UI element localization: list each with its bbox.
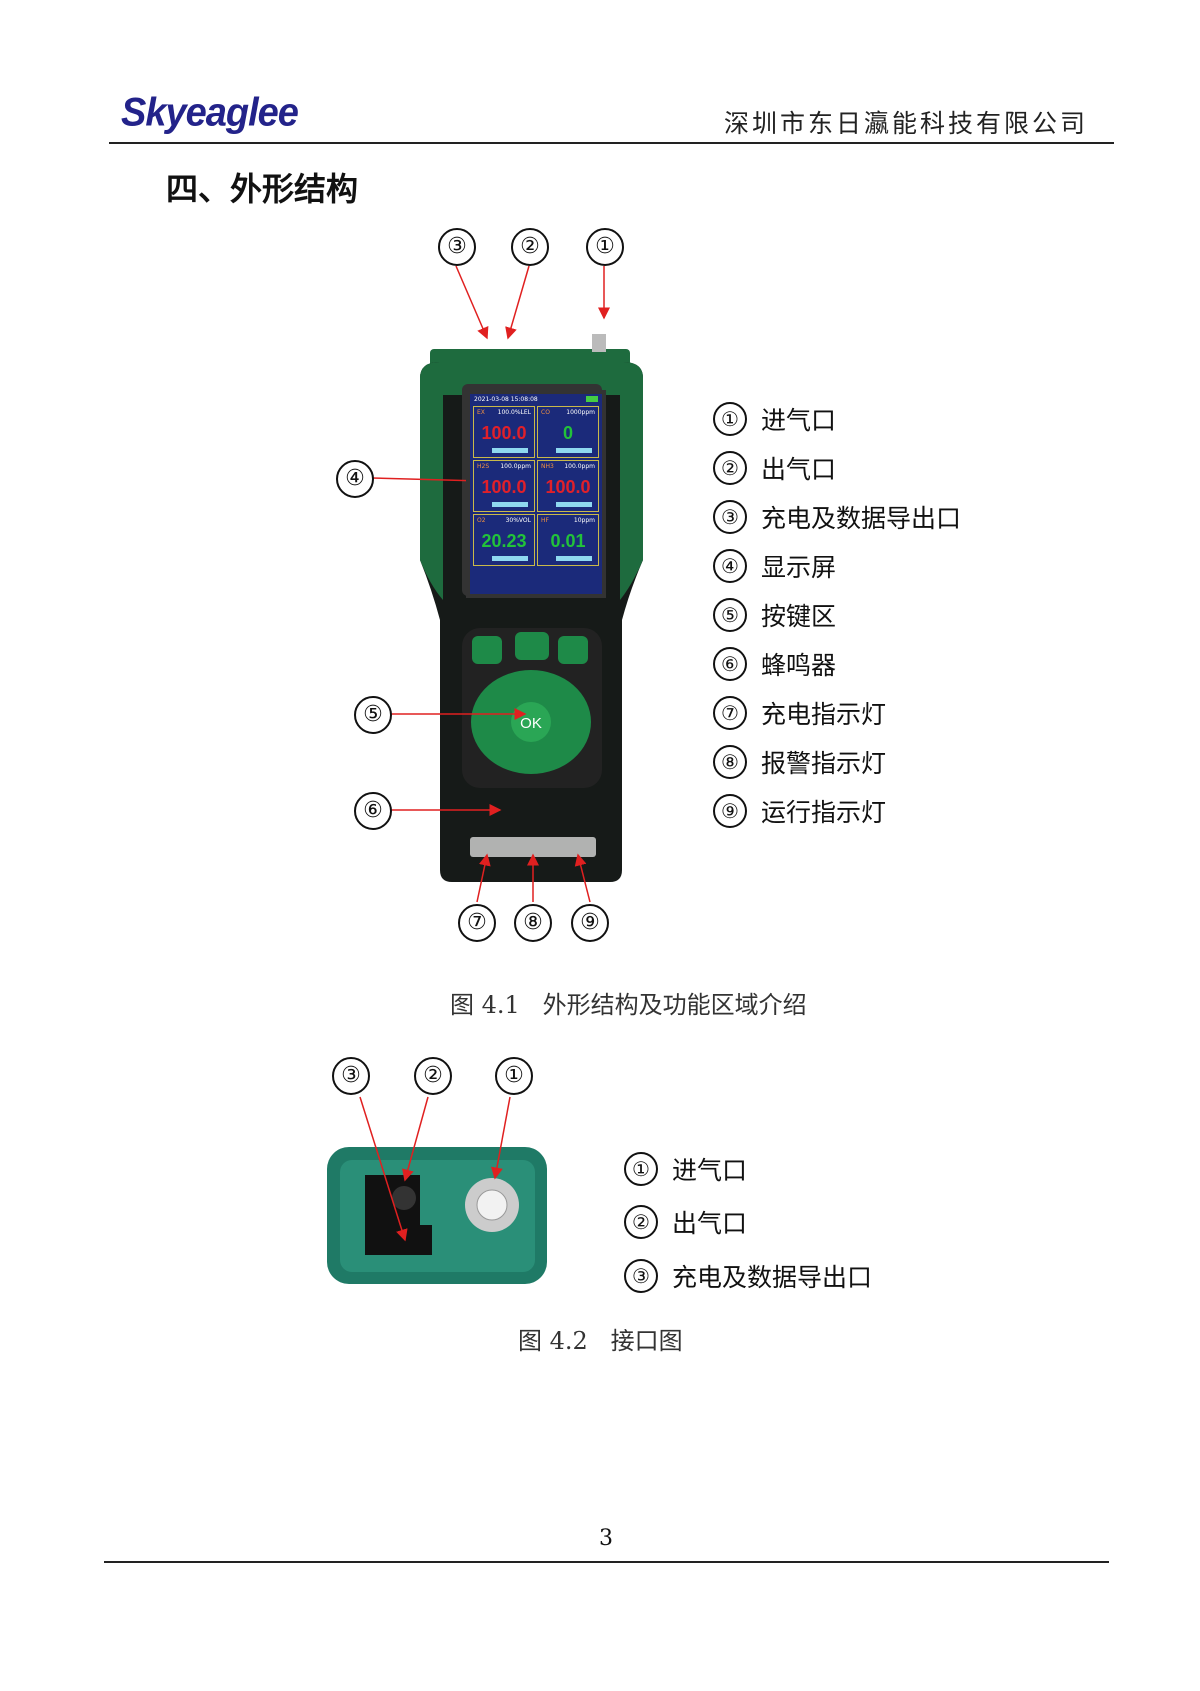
figure-1-caption: 图 4.1 外形结构及功能区域介绍 — [450, 991, 807, 1019]
fig2-callout-1: ① — [495, 1057, 533, 1095]
figure-2-legend: ① 进气口 ② 出气口 ③ 充电及数据导出口 — [624, 1142, 872, 1303]
gas-name: CO — [541, 409, 550, 416]
callout-9: ⑨ — [571, 904, 609, 942]
gas-name: H2S — [477, 463, 490, 470]
fig2-callout-2: ② — [414, 1057, 452, 1095]
gas-range: 100.0ppm — [500, 463, 531, 470]
legend-label: 出气口 — [672, 1209, 748, 1239]
legend-item: ⑨ 运行指示灯 — [713, 786, 961, 835]
legend-label: 充电及数据导出口 — [672, 1262, 873, 1292]
legend-item: ④ 显示屏 — [713, 541, 961, 590]
gas-range: 30%VOL — [505, 517, 531, 524]
section-title: 四、外形结构 — [166, 170, 359, 208]
legend-label: 蜂鸣器 — [761, 650, 837, 680]
legend-number: ② — [713, 450, 747, 485]
callout-1: ① — [586, 228, 624, 266]
legend-label: 充电及数据导出口 — [761, 503, 962, 533]
status-bar — [556, 556, 592, 561]
menu-key — [558, 636, 588, 664]
gas-name: O2 — [477, 517, 486, 524]
gas-reading: 100.0 — [481, 423, 527, 443]
legend-number: ④ — [713, 548, 747, 583]
callout-7: ⑦ — [458, 904, 496, 942]
callout-4: ④ — [336, 460, 374, 498]
legend-item: ⑥ 蜂鸣器 — [713, 639, 961, 688]
legend-label: 报警指示灯 — [761, 748, 887, 778]
callout-2: ② — [511, 228, 549, 266]
status-bar — [492, 448, 528, 453]
legend-number: ① — [713, 401, 747, 436]
legend-number: ⑦ — [713, 695, 747, 730]
sensor-cell: H2S 100.0ppm 100.0 — [473, 460, 535, 512]
legend-item: ① 进气口 — [713, 394, 961, 443]
back-key — [472, 636, 502, 664]
legend-item: ① 进气口 — [624, 1142, 872, 1196]
gas-reading: 100.0 — [481, 477, 527, 497]
sensor-cell: CO 1000ppm 0 — [537, 406, 599, 458]
gas-name: NH3 — [541, 463, 554, 470]
status-bar — [492, 556, 528, 561]
battery-icon — [586, 396, 598, 402]
sensor-cell: EX 100.0%LEL 100.0 — [473, 406, 535, 458]
legend-number: ③ — [624, 1258, 658, 1293]
callout-6: ⑥ — [354, 792, 392, 830]
sensor-cell: HF 10ppm 0.01 — [537, 514, 599, 566]
page-number: 3 — [599, 1526, 613, 1551]
gas-reading: 0.01 — [550, 531, 586, 551]
legend-item: ② 出气口 — [713, 443, 961, 492]
legend-label: 运行指示灯 — [761, 797, 887, 827]
legend-item: ③ 充电及数据导出口 — [624, 1249, 872, 1303]
callout-5: ⑤ — [354, 696, 392, 734]
legend-label: 按键区 — [761, 601, 837, 631]
footer-rule — [104, 1561, 1109, 1563]
legend-number: ⑤ — [713, 597, 747, 632]
figure-1-legend: ① 进气口 ② 出气口 ③ 充电及数据导出口 ④ 显示屏 ⑤ 按键区 ⑥ 蜂鸣器 ⑦ 充电指示灯 ⑧ 报警指示… — [713, 394, 961, 835]
sensor-cell: NH3 100.0ppm 100.0 — [537, 460, 599, 512]
legend-number: ② — [624, 1205, 658, 1240]
svg-text:OK: OK — [520, 715, 542, 732]
gas-reading: 100.0 — [545, 477, 591, 497]
gas-reading: 20.23 — [481, 531, 527, 551]
gas-range: 100.0ppm — [564, 463, 595, 470]
legend-item: ③ 充电及数据导出口 — [713, 492, 961, 541]
sensor-cell: O2 30%VOL 20.23 — [473, 514, 535, 566]
display-screen: 2021-03-08 15:08:08 EX 100.0%LEL 100.0 CO 10… — [466, 390, 606, 598]
gas-name: HF — [541, 517, 549, 524]
figure-2-caption: 图 4.2 接口图 — [518, 1327, 683, 1355]
indicator-lights-panel — [470, 837, 596, 857]
callout-3: ③ — [438, 228, 476, 266]
legend-number: ⑧ — [713, 744, 747, 779]
interface-top-view — [327, 1147, 547, 1284]
header-rule — [109, 142, 1114, 144]
legend-item: ⑤ 按键区 — [713, 590, 961, 639]
brand-logo: Skyeaglee — [121, 90, 299, 136]
gas-range: 100.0%LEL — [497, 409, 531, 416]
legend-label: 出气口 — [761, 454, 837, 484]
status-bar — [492, 502, 528, 507]
gas-reading: 0 — [562, 423, 573, 443]
legend-label: 显示屏 — [761, 552, 837, 582]
legend-label: 进气口 — [761, 405, 837, 435]
power-key — [515, 632, 549, 660]
legend-number: ① — [624, 1151, 658, 1186]
legend-item: ⑦ 充电指示灯 — [713, 688, 961, 737]
legend-label: 进气口 — [672, 1155, 748, 1185]
callout-8: ⑧ — [514, 904, 552, 942]
gas-name: EX — [477, 409, 485, 416]
legend-number: ⑨ — [713, 793, 747, 828]
company-name: 深圳市东日瀛能科技有限公司 — [723, 109, 1088, 138]
legend-label: 充电指示灯 — [761, 699, 887, 729]
gas-range: 1000ppm — [566, 409, 595, 416]
fig2-callout-3: ③ — [332, 1057, 370, 1095]
legend-item: ⑧ 报警指示灯 — [713, 737, 961, 786]
gas-inlet-nozzle — [592, 334, 606, 352]
screen-datetime: 2021-03-08 15:08:08 — [474, 396, 538, 403]
legend-number: ③ — [713, 499, 747, 534]
legend-item: ② 出气口 — [624, 1196, 872, 1250]
legend-number: ⑥ — [713, 646, 747, 681]
status-bar — [556, 502, 592, 507]
gas-range: 10ppm — [573, 517, 595, 524]
status-bar — [556, 448, 592, 453]
